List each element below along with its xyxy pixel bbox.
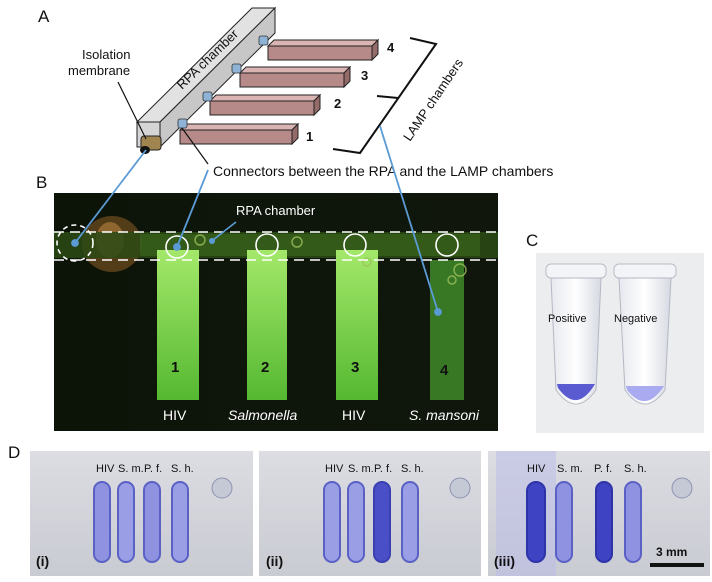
pointer-lines bbox=[71, 125, 442, 316]
d-ii-col-pf: P. f. bbox=[374, 463, 392, 475]
d-i-col-pf: P. f. bbox=[144, 463, 162, 475]
d-i-col-sm: S. m. bbox=[118, 463, 144, 475]
d-iii-col-hiv: HIV bbox=[527, 463, 546, 475]
isolation-label-line2: membrane bbox=[68, 63, 130, 78]
connector-circle-1 bbox=[165, 235, 189, 259]
lane-2 bbox=[247, 250, 287, 400]
membrane-link-line bbox=[74, 149, 147, 244]
d-iii-col-sh: S. h. bbox=[624, 463, 647, 475]
chamber-number-3: 3 bbox=[361, 68, 368, 83]
lamp-chamber-2 bbox=[208, 93, 322, 117]
d-ii-col-sm: S. m. bbox=[348, 463, 374, 475]
d-i-col-hiv: HIV bbox=[96, 463, 115, 475]
panel-d-letter: D bbox=[8, 443, 20, 462]
lane-target-3: HIV bbox=[342, 407, 366, 423]
tube-label-negative: Negative bbox=[614, 313, 657, 325]
chamber-number-4: 4 bbox=[387, 40, 395, 55]
isolation-label-line1: Isolation bbox=[82, 47, 130, 62]
lane-4 bbox=[430, 260, 464, 400]
connector-2 bbox=[202, 91, 213, 102]
d-ii-col-hiv: HIV bbox=[325, 463, 344, 475]
d-i-col-sh: S. h. bbox=[171, 463, 194, 475]
panel-c: C Positive Negative bbox=[526, 231, 704, 433]
tube-negative bbox=[613, 263, 677, 405]
connectors-pointer bbox=[181, 127, 209, 165]
d-ii-col-sh: S. h. bbox=[401, 463, 424, 475]
d-iii-col-sm: S. m. bbox=[557, 463, 583, 475]
panel-d: D HIV S. m. P. f. S. h. (i) HIV S. m. P. bbox=[8, 443, 710, 576]
lamp-bracket bbox=[332, 37, 438, 155]
lamp-bracket-tick bbox=[376, 95, 399, 99]
subpanel-label-iii: (iii) bbox=[494, 553, 515, 569]
lane-number-4: 4 bbox=[440, 362, 449, 379]
connector-3 bbox=[231, 63, 242, 74]
subpanel-iii: HIV S. m. P. f. S. h. (iii) 3 mm bbox=[488, 451, 710, 576]
subpanel-i: HIV S. m. P. f. S. h. (i) bbox=[30, 451, 253, 576]
lamp-chambers-label: LAMP chambers bbox=[400, 55, 466, 143]
tube-label-positive: Positive bbox=[548, 313, 587, 325]
lamp-chamber-4 bbox=[266, 38, 380, 62]
connector-circle-2 bbox=[255, 233, 279, 257]
connector-link-line bbox=[176, 169, 209, 248]
lane-number-3: 3 bbox=[351, 359, 359, 376]
panel-c-letter: C bbox=[526, 231, 538, 250]
lane-1 bbox=[157, 250, 199, 400]
d-iii-col-pf: P. f. bbox=[594, 463, 612, 475]
lane-number-1: 1 bbox=[171, 359, 179, 376]
panel-a: A RPA chamber bbox=[38, 6, 553, 179]
lane-target-2: Salmonella bbox=[228, 407, 297, 423]
connector-4 bbox=[258, 35, 269, 46]
isolation-pointer bbox=[117, 81, 147, 140]
panel-a-letter: A bbox=[38, 7, 50, 26]
panel-b: B RPA chamber bbox=[36, 173, 498, 431]
subpanel-label-ii: (ii) bbox=[266, 553, 283, 569]
lamp-link-line bbox=[379, 125, 439, 313]
scale-bar bbox=[650, 563, 704, 567]
lane-3 bbox=[336, 250, 378, 400]
lamp-chamber-1 bbox=[178, 122, 300, 146]
rpa-chamber-label-b: RPA chamber bbox=[236, 203, 316, 218]
rpa-label-pointer bbox=[212, 221, 237, 241]
connector-circle-4 bbox=[435, 233, 459, 257]
panel-b-letter: B bbox=[36, 173, 47, 192]
connectors-label: Connectors between the RPA and the LAMP … bbox=[213, 163, 553, 179]
connector-circle-3 bbox=[343, 233, 367, 257]
lane-target-1: HIV bbox=[163, 407, 187, 423]
chamber-number-1: 1 bbox=[306, 129, 313, 144]
lamp-chamber-3 bbox=[238, 65, 352, 89]
subpanel-label-i: (i) bbox=[36, 553, 49, 569]
tube-positive bbox=[545, 263, 607, 405]
chamber-number-2: 2 bbox=[334, 96, 341, 111]
bubbles bbox=[194, 234, 467, 285]
connector-1 bbox=[177, 118, 188, 129]
lane-number-2: 2 bbox=[261, 359, 269, 376]
subpanel-ii: HIV S. m. P. f. S. h. (ii) bbox=[259, 451, 481, 576]
connectors bbox=[177, 35, 269, 129]
lane-target-4: S. mansoni bbox=[409, 407, 480, 423]
membrane-dashed-circle bbox=[56, 224, 94, 262]
scale-bar-label: 3 mm bbox=[656, 545, 687, 559]
